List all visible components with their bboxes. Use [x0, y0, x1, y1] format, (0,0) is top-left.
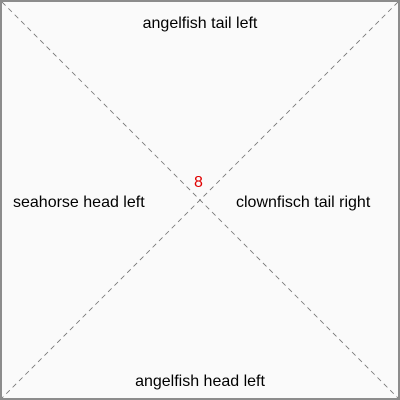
edge-label-top: angelfish tail left — [142, 15, 258, 32]
tile-number: 8 — [194, 174, 203, 191]
edge-label-bottom: angelfish head left — [135, 373, 265, 390]
edge-label-left: seahorse head left — [13, 194, 145, 211]
edge-label-right: clownfisch tail right — [236, 194, 371, 211]
